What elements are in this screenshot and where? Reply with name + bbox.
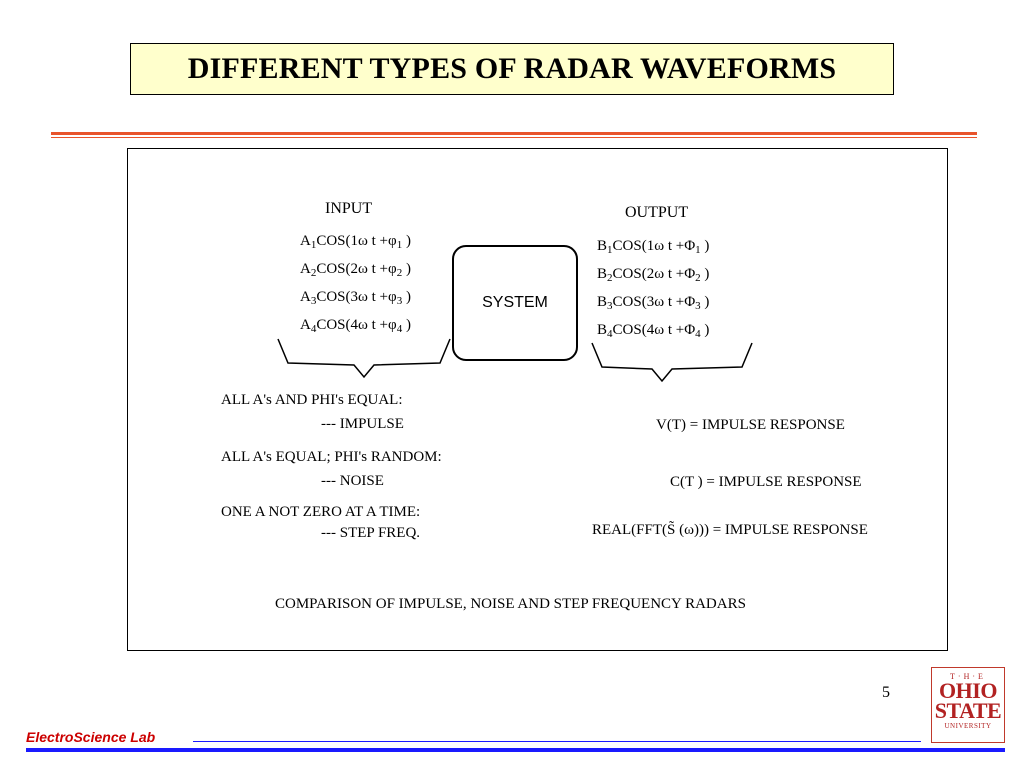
waveform-figure: INPUT OUTPUT A1COS(1ω t +φ1 )A2COS(2ω t … xyxy=(127,148,948,651)
input-equation-1-body: COS(1ω t +φ xyxy=(316,233,397,249)
output-equation-2: B2COS(2ω t +Φ2 ) xyxy=(597,267,709,284)
case-1-result: --- IMPULSE xyxy=(321,416,404,432)
output-brace xyxy=(591,342,753,383)
slide-title-box: DIFFERENT TYPES OF RADAR WAVEFORMS xyxy=(130,43,894,95)
figure-caption: COMPARISON OF IMPULSE, NOISE AND STEP FR… xyxy=(275,596,746,612)
input-equation-4-coef-index: 4 xyxy=(310,323,317,335)
input-equation-3-phase-index: 3 xyxy=(396,295,403,307)
header-rule-thin xyxy=(51,137,977,138)
logo-the: T·H·E xyxy=(950,672,986,681)
input-equation-2-body: COS(2ω t +φ xyxy=(316,261,397,277)
case-2-condition: ALL A's EQUAL; PHI's RANDOM: xyxy=(221,449,442,465)
input-equation-2-close: ) xyxy=(402,261,411,277)
output-equation-1-coef-index: 1 xyxy=(607,244,613,256)
input-equation-1-close: ) xyxy=(402,233,411,249)
output-equation-1-phase-index: 1 xyxy=(695,244,701,256)
logo-state: STATE xyxy=(934,698,1002,723)
output-equation-3: B3COS(3ω t +Φ3 ) xyxy=(597,295,709,312)
input-equation-1-coef-index: 1 xyxy=(310,239,317,251)
slide-title: DIFFERENT TYPES OF RADAR WAVEFORMS xyxy=(187,52,837,85)
input-equation-3-coef: A xyxy=(300,289,311,305)
output-equation-1-body: COS(1ω t +Φ xyxy=(612,238,696,254)
output-equation-4-coef: B xyxy=(597,322,608,338)
input-equation-4-phase-index: 4 xyxy=(396,323,403,335)
input-equation-4-coef: A xyxy=(300,317,311,333)
ohio-state-logo: T·H·E OHIO STATE UNIVERSITY xyxy=(931,667,1005,743)
case-1-response: V(T) = IMPULSE RESPONSE xyxy=(656,417,845,433)
case-3-condition: ONE A NOT ZERO AT A TIME: xyxy=(221,504,421,520)
input-equation-2-coef: A xyxy=(300,261,311,277)
output-equation-4-body: COS(4ω t +Φ xyxy=(612,322,696,338)
output-equation-1: B1COS(1ω t +Φ1 ) xyxy=(597,239,709,256)
input-equation-4-close: ) xyxy=(402,317,411,333)
input-equation-2-phase-index: 2 xyxy=(396,267,403,279)
output-equation-3-coef: B xyxy=(597,294,608,310)
input-label: INPUT xyxy=(325,200,373,217)
input-equation-3-close: ) xyxy=(402,289,411,305)
input-equation-2: A2COS(2ω t +φ2 ) xyxy=(300,262,411,279)
input-equation-4-body: COS(4ω t +φ xyxy=(316,317,397,333)
footer-rule-thin xyxy=(193,741,921,742)
output-equation-2-coef-index: 2 xyxy=(607,272,613,284)
page-number: 5 xyxy=(882,684,890,701)
footer-lab-name: ElectroScience Lab xyxy=(26,729,156,745)
output-equation-3-phase-index: 3 xyxy=(695,300,701,312)
output-equation-3-close: ) xyxy=(700,294,710,310)
system-label: SYSTEM xyxy=(482,294,548,311)
output-label: OUTPUT xyxy=(625,204,689,221)
input-equation-4: A4COS(4ω t +φ4 ) xyxy=(300,318,411,335)
output-equation-4-phase-index: 4 xyxy=(695,328,701,340)
logo-ohio: OHIO xyxy=(939,678,997,703)
output-equation-1-close: ) xyxy=(700,238,710,254)
system-box: SYSTEM xyxy=(452,245,578,361)
output-equation-4-coef-index: 4 xyxy=(607,328,613,340)
output-equation-2-phase-index: 2 xyxy=(695,272,701,284)
input-equation-3: A3COS(3ω t +φ3 ) xyxy=(300,290,411,307)
input-equation-1: A1COS(1ω t +φ1 ) xyxy=(300,234,411,251)
input-equation-1-phase-index: 1 xyxy=(396,239,403,251)
case-2-response: C(T ) = IMPULSE RESPONSE xyxy=(670,474,862,490)
case-2-result: --- NOISE xyxy=(321,473,384,489)
input-brace xyxy=(277,338,451,379)
input-equation-1-coef: A xyxy=(300,233,311,249)
input-equation-3-body: COS(3ω t +φ xyxy=(316,289,397,305)
case-3-response: REAL(FFT(S̃ (ω))) = IMPULSE RESPONSE xyxy=(592,522,868,538)
input-equation-2-coef-index: 2 xyxy=(310,267,317,279)
output-equation-2-body: COS(2ω t +Φ xyxy=(612,266,696,282)
output-equation-4-close: ) xyxy=(700,322,710,338)
header-rule-thick xyxy=(51,132,977,135)
output-equation-3-coef-index: 3 xyxy=(607,300,613,312)
output-equation-3-body: COS(3ω t +Φ xyxy=(612,294,696,310)
output-equation-1-coef: B xyxy=(597,238,608,254)
output-equation-4: B4COS(4ω t +Φ4 ) xyxy=(597,323,709,340)
case-3-result: --- STEP FREQ. xyxy=(321,525,421,541)
output-equation-2-close: ) xyxy=(700,266,710,282)
logo-university: UNIVERSITY xyxy=(944,722,992,730)
output-equation-2-coef: B xyxy=(597,266,608,282)
input-equation-3-coef-index: 3 xyxy=(310,295,317,307)
footer-rule-thick xyxy=(26,748,1005,752)
case-1-condition: ALL A's AND PHI's EQUAL: xyxy=(221,392,403,408)
